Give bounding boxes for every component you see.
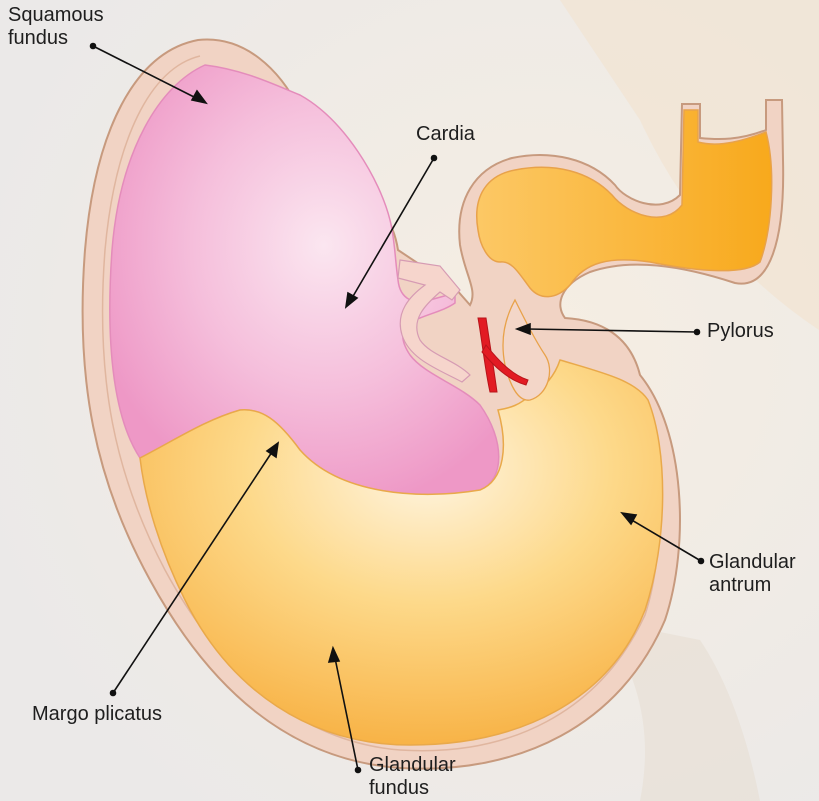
leader-dot: [699, 559, 704, 564]
leader-dot: [695, 330, 700, 335]
label-glandular-antrum-line-2: antrum: [709, 574, 796, 597]
label-squamous-fundus-line-1: Squamous: [8, 4, 104, 27]
label-cardia: Cardia: [416, 123, 475, 146]
label-glandular-antrum: Glandular antrum: [709, 551, 796, 597]
label-squamous-fundus-line-2: fundus: [8, 27, 104, 50]
label-glandular-antrum-line-1: Glandular: [709, 551, 796, 574]
label-glandular-fundus-line-1: Glandular: [369, 754, 456, 777]
label-pylorus-line-1: Pylorus: [707, 320, 774, 343]
leader-dot: [111, 691, 116, 696]
leader-dot: [356, 768, 361, 773]
label-squamous-fundus: Squamous fundus: [8, 4, 104, 50]
label-pylorus: Pylorus: [707, 320, 774, 343]
label-glandular-fundus: Glandular fundus: [369, 754, 456, 800]
label-cardia-line-1: Cardia: [416, 123, 475, 146]
label-glandular-fundus-line-2: fundus: [369, 777, 456, 800]
label-margo-plicatus: Margo plicatus: [32, 703, 162, 726]
label-margo-plicatus-line-1: Margo plicatus: [32, 703, 162, 726]
leader-dot: [432, 156, 437, 161]
